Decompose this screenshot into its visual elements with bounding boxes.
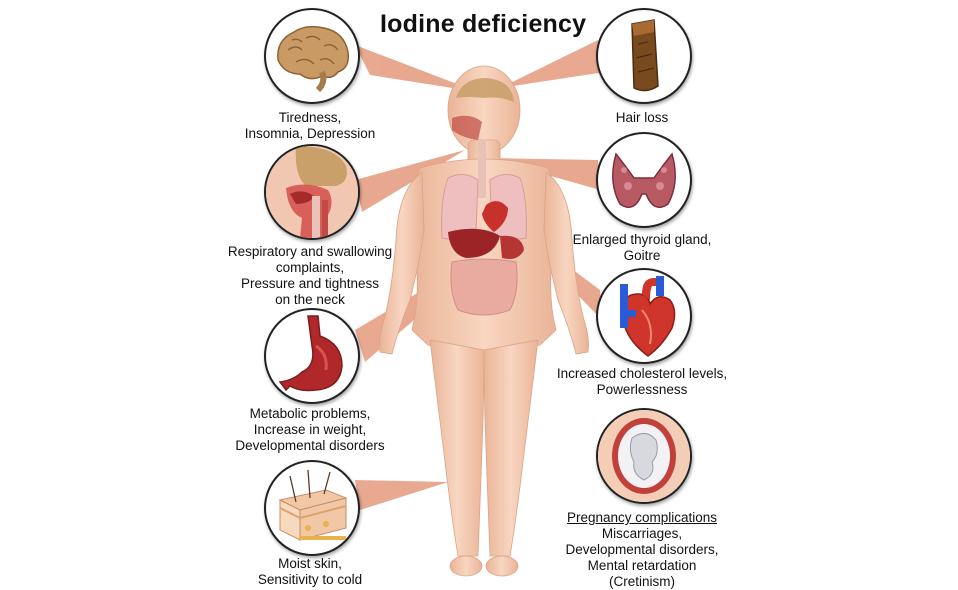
intestines <box>450 258 518 316</box>
hair-icon <box>631 19 659 92</box>
trachea <box>478 140 486 198</box>
skin-panel <box>264 460 360 556</box>
liver <box>448 228 500 258</box>
stomach-panel <box>264 308 360 404</box>
thyroid-panel <box>596 132 692 228</box>
internal-organs <box>441 78 527 316</box>
stomach-icon <box>278 315 343 392</box>
skin-caption: Moist skin, Sensitivity to cold <box>257 556 363 587</box>
thyroid-icon <box>612 152 676 209</box>
brain-caption: Tiredness, Insomnia, Depression <box>244 110 376 141</box>
thyroid-caption: Enlarged thyroid gland, Goitre <box>572 232 712 263</box>
pointer-brain <box>355 45 478 92</box>
stomach-caption: Metabolic problems, Increase in weight, … <box>235 406 385 453</box>
page-title: Iodine deficiency <box>380 10 587 38</box>
heart-icon <box>620 276 676 357</box>
heart-caption: Increased cholesterol levels, Powerlessn… <box>556 366 728 397</box>
pointer-skin <box>355 480 448 510</box>
throat-panel <box>264 144 360 240</box>
pregnancy-caption: Pregnancy complications Miscarriages, De… <box>532 510 752 590</box>
throat-caption: Respiratory and swallowing complaints, P… <box>227 244 393 307</box>
hair-panel <box>596 8 692 104</box>
stomach-in-body <box>500 235 524 259</box>
heart-in-body <box>482 201 508 232</box>
heart-panel <box>596 268 692 364</box>
pointer-hair <box>500 40 605 88</box>
skin-icon <box>278 469 348 541</box>
brain-panel <box>264 8 360 104</box>
throat-icon <box>266 146 358 238</box>
pregnancy-panel <box>596 408 692 504</box>
brain-icon <box>277 25 350 93</box>
uterus-icon <box>598 410 690 502</box>
hair-caption: Hair loss <box>615 110 669 125</box>
pregnancy-heading: Pregnancy complications <box>566 510 718 525</box>
brain-in-head <box>456 78 514 102</box>
mouth-cavity <box>452 115 482 140</box>
